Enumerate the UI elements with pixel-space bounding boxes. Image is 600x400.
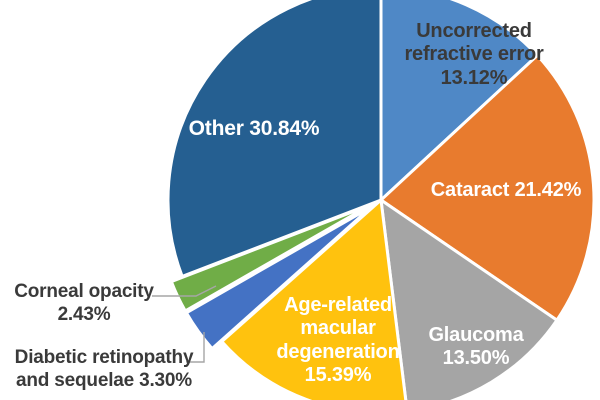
- leader-line-group: [152, 285, 217, 363]
- slice-label-diabetic-retinopathy-and-sequelae: Diabetic retinopathy and sequelae 3.30%: [14, 347, 194, 391]
- pie-slice-age-related-macular-degeneration[interactable]: [220, 198, 408, 400]
- pie-slice-glaucoma[interactable]: [379, 198, 559, 400]
- pie-slice-diabetic-retinopathy-and-sequelae[interactable]: [184, 205, 373, 351]
- pie-slice-other[interactable]: [166, 0, 383, 278]
- pie-slice-group: [166, 0, 596, 400]
- leader-line-corneal-opacity: [152, 285, 217, 297]
- pie-slice-cataract[interactable]: [379, 53, 596, 322]
- leader-line-diabetic-retinopathy: [186, 332, 205, 363]
- slice-label-corneal-opacity: Corneal opacity 2.43%: [14, 281, 154, 325]
- pie-slice-uncorrected-refractive-error[interactable]: [379, 0, 539, 202]
